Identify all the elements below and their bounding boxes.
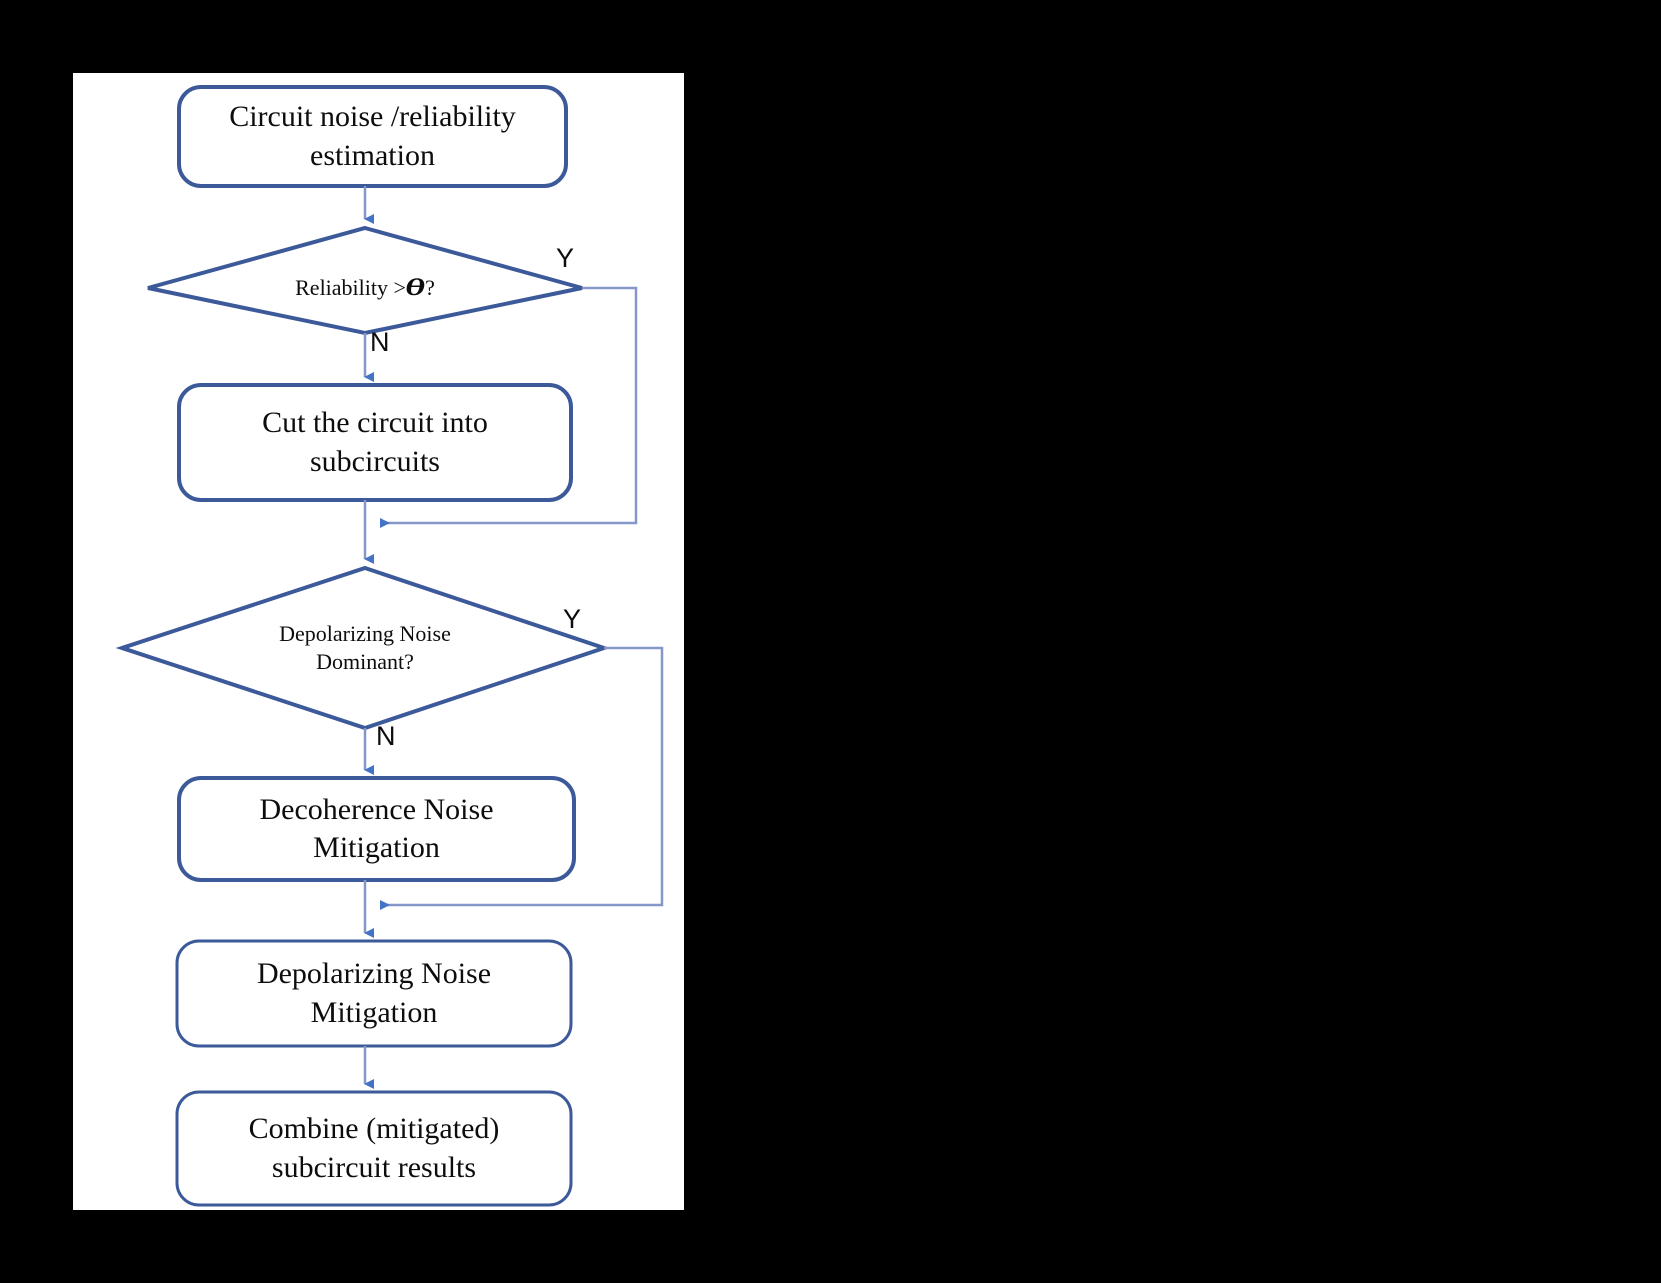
node-shape-decoherence-noise-mitigation: [177, 776, 576, 882]
flowchart-canvas: Circuit noise /reliability estimation Re…: [73, 73, 684, 1210]
node-decoherence-noise-mitigation[interactable]: [179, 778, 574, 880]
connector-depolarizing-yes-bypass: [380, 646, 664, 910]
node-shape-cut-the-circuit-into-subcircuits: [177, 383, 573, 502]
node-depolarizing-noise-dominant-decision[interactable]: [122, 568, 604, 728]
flowchart-graphic: [115, 85, 664, 1207]
node-depolarizing-noise-mitigation[interactable]: [177, 941, 571, 1046]
node-reliability-threshold-decision[interactable]: [148, 228, 582, 333]
node-shape-circuit-noise-reliability-estimation: [177, 85, 568, 188]
node-shape-combine-mitigated-subcircuit-results: [175, 1090, 573, 1207]
connector-reliability-yes-bypass: [380, 286, 638, 528]
node-circuit-noise-reliability-estimation[interactable]: [179, 87, 566, 186]
node-combine-mitigated-subcircuit-results[interactable]: [177, 1092, 571, 1205]
node-shape-depolarizing-noise-mitigation: [175, 939, 573, 1048]
node-cut-the-circuit-into-subcircuits[interactable]: [179, 385, 571, 500]
